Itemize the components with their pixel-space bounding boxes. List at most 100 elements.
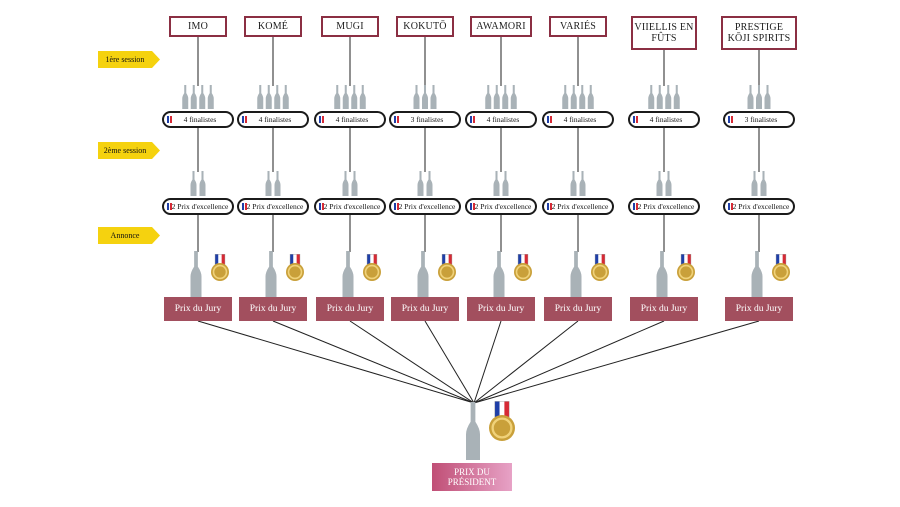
bottle-icon: [502, 171, 509, 196]
bottle-icon: [485, 85, 492, 109]
bottle-icon: [579, 85, 586, 109]
bottle-icon: [502, 85, 509, 109]
bottle-icon: [413, 85, 420, 109]
bottle-icon: [466, 402, 480, 460]
medal-icon: [489, 401, 515, 441]
bottle-icon: [417, 171, 424, 196]
french-flag-icon: [547, 116, 553, 123]
bottle-icon: [190, 251, 202, 297]
excellence-badge: 2 Prix d'excellence: [389, 198, 461, 215]
category-box: IMO: [169, 16, 227, 37]
bottle-icon: [282, 85, 289, 109]
finalists-badge-label: 4 finalistes: [335, 115, 369, 124]
french-flag-icon: [633, 203, 639, 210]
french-flag-icon: [470, 203, 476, 210]
french-flag-icon: [319, 203, 325, 210]
bottle-icon: [656, 251, 668, 297]
excellence-badge-label: 2 Prix d'excellence: [246, 202, 304, 211]
bottle-icon: [207, 85, 214, 109]
bottle-icon: [274, 85, 281, 109]
bottle-icon: [570, 251, 582, 297]
jury-prize-box: Prix du Jury: [544, 297, 612, 321]
finalists-badge-label: 4 finalistes: [486, 115, 520, 124]
french-flag-icon: [167, 116, 173, 123]
bottle-icon: [570, 171, 577, 196]
bottle-icon: [265, 251, 277, 297]
excellence-badge: 2 Prix d'excellence: [723, 198, 795, 215]
session-label-first: 1ère session: [98, 51, 160, 68]
french-flag-icon: [394, 116, 400, 123]
bottle-icon: [351, 171, 358, 196]
jury-prize-box: Prix du Jury: [164, 297, 232, 321]
category-box: KOKUTŌ: [396, 16, 454, 37]
excellence-badge-label: 2 Prix d'excellence: [474, 202, 532, 211]
finalists-badge: 3 finalistes: [723, 111, 795, 128]
bottle-icon: [274, 171, 281, 196]
french-flag-icon: [728, 203, 734, 210]
bottle-icon: [760, 171, 767, 196]
session-label-announce: Annonce: [98, 227, 160, 244]
bottle-icon: [342, 171, 349, 196]
bottle-icon: [430, 85, 437, 109]
bottle-icon: [426, 171, 433, 196]
bottle-icon: [493, 251, 505, 297]
bottle-icon: [493, 171, 500, 196]
bottle-icon: [422, 85, 428, 109]
excellence-badge-label: 2 Prix d'excellence: [637, 202, 695, 211]
jury-prize-box: Prix du Jury: [467, 297, 535, 321]
bottle-icon: [257, 85, 264, 109]
medal-icon: [286, 253, 304, 281]
bottle-icon: [570, 85, 577, 109]
session-label-text: 1ère session: [105, 55, 145, 64]
finalists-badge: 4 finalistes: [237, 111, 309, 128]
final-connector: [473, 320, 665, 404]
jury-prize-box: Prix du Jury: [391, 297, 459, 321]
final-connector: [349, 320, 475, 404]
final-connector: [197, 320, 475, 404]
final-connector: [272, 320, 475, 404]
bottle-icon: [417, 251, 429, 297]
bottle-icon: [656, 85, 663, 109]
bottle-icon: [665, 85, 672, 109]
french-flag-icon: [633, 116, 639, 123]
finalists-badge-label: 4 finalistes: [183, 115, 217, 124]
category-box: PRESTIGE KŌJI SPIRITS: [721, 16, 797, 50]
category-box: KOMÉ: [244, 16, 302, 37]
bottle-icon: [334, 85, 341, 109]
excellence-badge: 2 Prix d'excellence: [465, 198, 537, 215]
jury-prize-box: Prix du Jury: [630, 297, 698, 321]
finalists-badge: 4 finalistes: [628, 111, 700, 128]
bottle-icon: [265, 171, 272, 196]
finalists-badge: 4 finalistes: [314, 111, 386, 128]
bottle-icon: [673, 85, 680, 109]
excellence-badge: 2 Prix d'excellence: [237, 198, 309, 215]
session-label-second: 2ème session: [98, 142, 160, 159]
french-flag-icon: [242, 116, 248, 123]
medal-icon: [591, 253, 609, 281]
bottle-icon: [562, 85, 569, 109]
bottle-icon: [751, 251, 763, 297]
bottle-icon: [579, 171, 586, 196]
bottle-icon: [190, 85, 197, 109]
medal-icon: [514, 253, 532, 281]
bottle-icon: [342, 85, 349, 109]
president-award-box: PRIX DU PRÉSIDENT: [432, 463, 512, 491]
medal-icon: [772, 253, 790, 281]
finalists-badge: 4 finalistes: [542, 111, 614, 128]
bottle-icon: [199, 171, 206, 196]
bottle-icon: [751, 171, 758, 196]
bottle-icon: [342, 251, 354, 297]
french-flag-icon: [394, 203, 400, 210]
finalists-badge: 4 finalistes: [465, 111, 537, 128]
medal-icon: [677, 253, 695, 281]
excellence-badge-label: 2 Prix d'excellence: [171, 202, 229, 211]
finalists-badge-label: 4 finalistes: [258, 115, 292, 124]
category-box: MUGI: [321, 16, 379, 37]
excellence-badge-label: 2 Prix d'excellence: [323, 202, 381, 211]
bottle-icon: [265, 85, 272, 109]
excellence-badge: 2 Prix d'excellence: [542, 198, 614, 215]
bottle-icon: [351, 85, 358, 109]
finalists-badge-label: 4 finalistes: [649, 115, 683, 124]
bottle-icon: [747, 85, 754, 109]
